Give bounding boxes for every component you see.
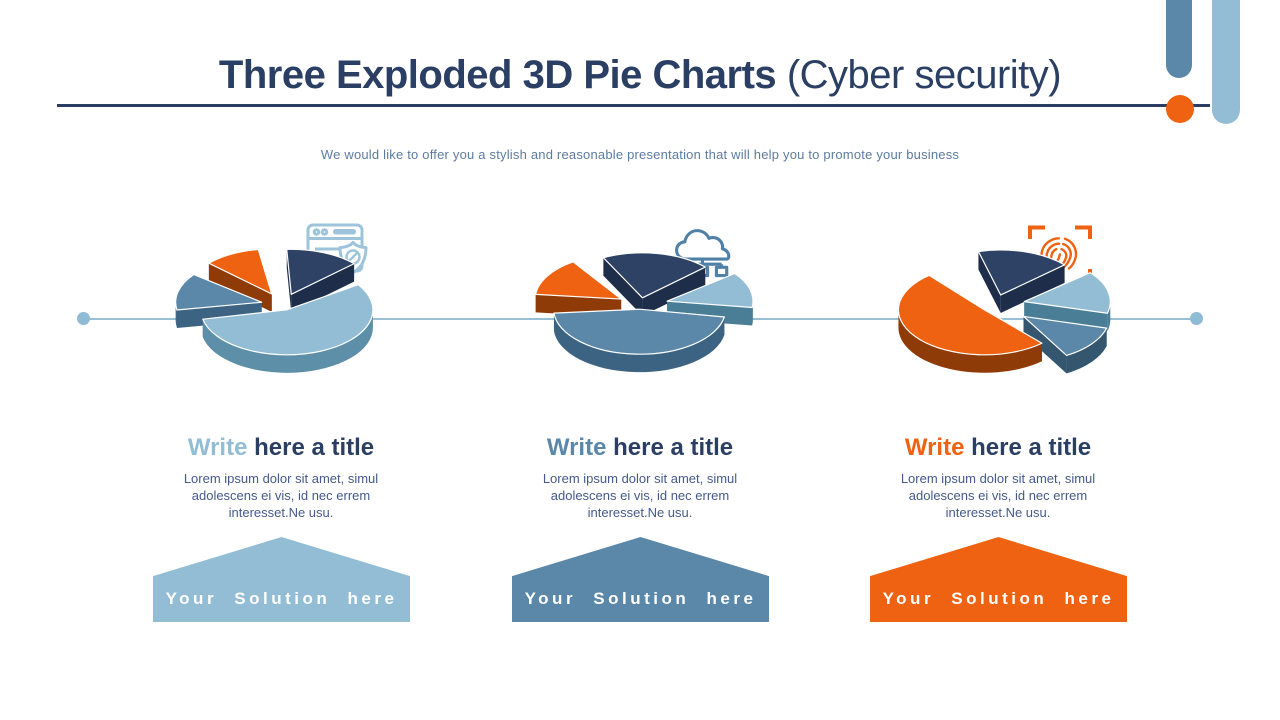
solution-banner-3: Your Solution here xyxy=(870,537,1127,622)
column-body-1: Lorem ipsum dolor sit amet, simul adoles… xyxy=(183,471,379,520)
column-title-1-accent: Write xyxy=(187,434,248,461)
column-title-1-rest: here a title xyxy=(254,434,375,461)
page-title-main: Three Exploded 3D Pie Charts xyxy=(218,52,777,97)
header-divider-line xyxy=(57,104,1210,107)
solution-banner-1: Your Solution here xyxy=(153,537,410,622)
pie-2-segment-steel-blue xyxy=(553,308,725,373)
connector-dot-right xyxy=(1190,312,1203,325)
connector-dot-left xyxy=(77,312,90,325)
pie-chart-1 xyxy=(113,200,453,405)
solution-banner-2-label: Your Solution here xyxy=(524,589,757,608)
slide-subtitle: We would like to offer you a stylish and… xyxy=(320,147,960,162)
column-body-2: Lorem ipsum dolor sit amet, simul adoles… xyxy=(542,471,738,520)
solution-banner-1-label: Your Solution here xyxy=(165,589,398,608)
solution-banner-3-label: Your Solution here xyxy=(882,589,1115,608)
page-title-sub: (Cyber security) xyxy=(786,52,1062,97)
pie-1-segment-steel-blue xyxy=(175,273,263,329)
column-title-2-accent: Write xyxy=(546,434,607,461)
column-title-3: Write here a title xyxy=(818,434,1178,462)
solution-banner-2: Your Solution here xyxy=(512,537,769,622)
pie-3-segment-light-blue xyxy=(1023,272,1111,332)
decorative-orange-dot xyxy=(1166,95,1194,123)
column-body-3: Lorem ipsum dolor sit amet, simul adoles… xyxy=(900,471,1096,520)
column-title-1: Write here a title xyxy=(101,434,461,462)
pie-1-segment-light-blue xyxy=(202,284,374,373)
pie-3-segment-orange xyxy=(897,274,1043,373)
column-title-2: Write here a title xyxy=(460,434,820,462)
pie-chart-3 xyxy=(825,200,1165,405)
pie-3-segment-steel-blue xyxy=(1022,315,1108,374)
column-title-3-rest: here a title xyxy=(971,434,1092,461)
pie-chart-2 xyxy=(470,200,810,405)
pie-2-segment-light-blue xyxy=(666,272,754,326)
column-title-3-accent: Write xyxy=(904,434,965,461)
decorative-bar-light xyxy=(1212,0,1240,124)
page-title: Three Exploded 3D Pie Charts (Cyber secu… xyxy=(0,53,1280,98)
decorative-bar-steel xyxy=(1166,0,1192,78)
pie-1-segment-navy xyxy=(286,248,355,313)
pie-3-segment-navy xyxy=(977,249,1066,313)
pie-2-segment-navy xyxy=(602,252,706,316)
column-title-2-rest: here a title xyxy=(613,434,734,461)
